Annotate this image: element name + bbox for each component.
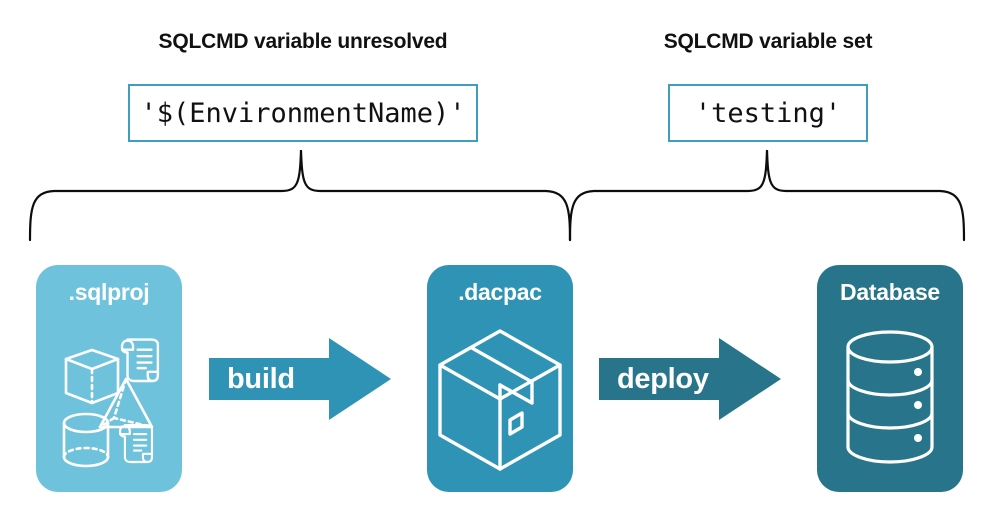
stage-box-dacpac: .dacpac [427, 265, 573, 492]
arrow-deploy: deploy [599, 336, 781, 422]
database-cylinder-icon [846, 330, 934, 464]
sqlcmd-variable-set-value-box: 'testing' [668, 84, 868, 142]
sql-project-objects-icon [62, 338, 160, 468]
sqlcmd-variable-unresolved-value-box: '$(EnvironmentName)' [128, 84, 478, 142]
status-dots [914, 368, 922, 442]
arrow-shape-build [209, 338, 391, 420]
cube-icon [64, 348, 120, 405]
annotation-title-right: SQLCMD variable set [663, 30, 873, 53]
stage-label-dacpac: .dacpac [458, 279, 542, 305]
package-box-icon [438, 329, 562, 471]
stage-box-database: Database [817, 265, 963, 492]
left-curly-brace [28, 149, 572, 242]
arrow-build: build [209, 336, 391, 422]
script-scroll-icon-top [120, 338, 160, 383]
stage-label-database: Database [840, 279, 940, 305]
script-scroll-icon-bottom [118, 424, 154, 464]
stage-box-sqlproj: .sqlproj [36, 265, 182, 492]
stage-label-sqlproj: .sqlproj [68, 279, 150, 305]
annotation-title-left: SQLCMD variable unresolved [158, 30, 448, 53]
right-curly-brace [568, 149, 966, 242]
cylinder-icon [62, 412, 110, 468]
arrow-shape-deploy [599, 338, 781, 420]
